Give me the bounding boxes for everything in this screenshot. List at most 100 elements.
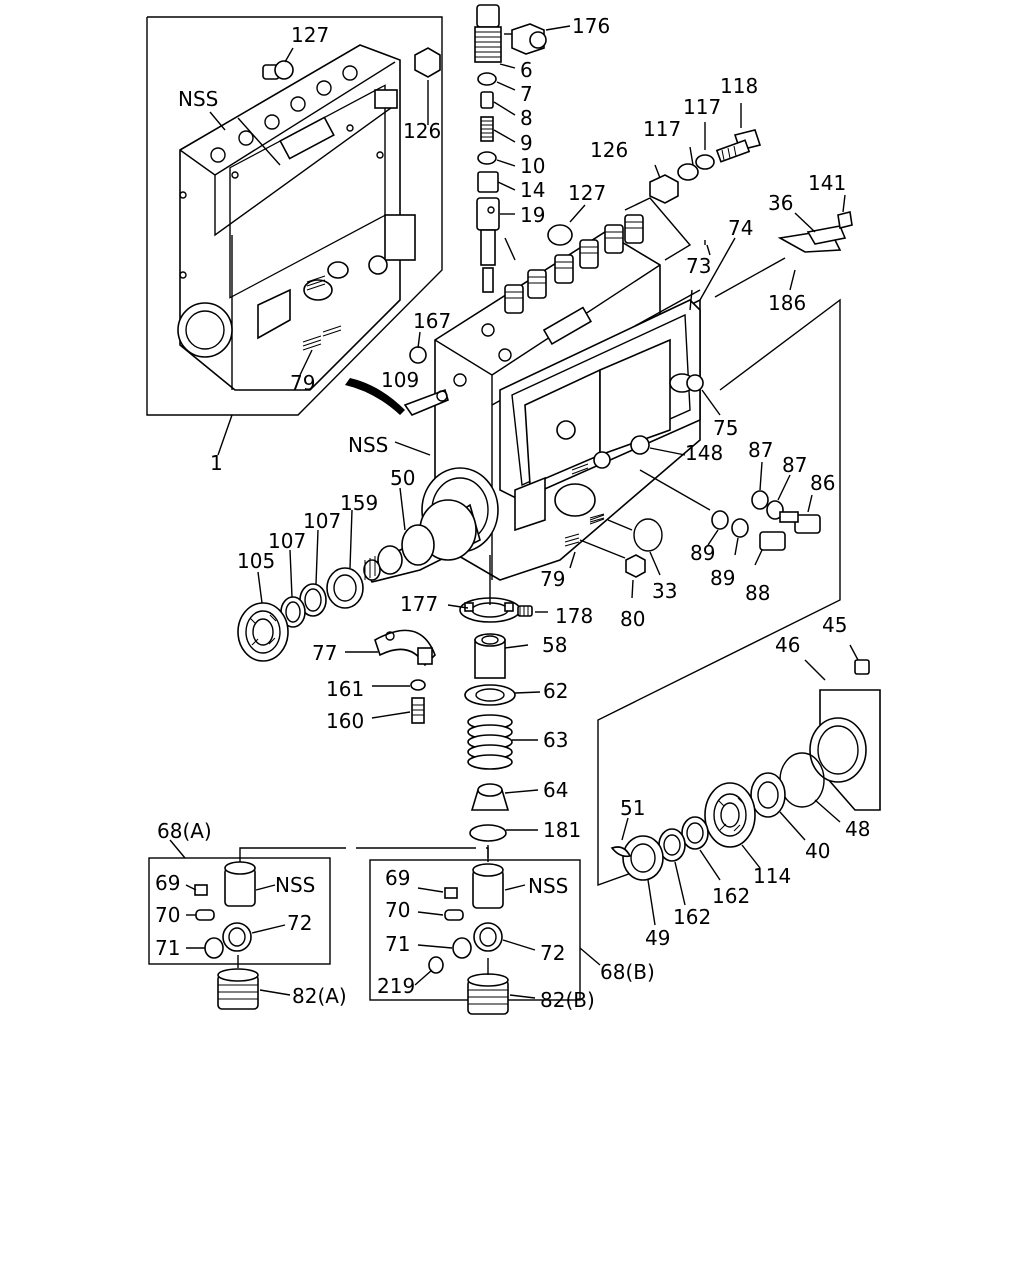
camshaft-icon	[363, 499, 481, 583]
callout-69-a: 69	[155, 871, 180, 895]
callout-62: 62	[543, 679, 568, 703]
callout-71-a: 71	[155, 936, 180, 960]
housing-inset	[146, 16, 443, 456]
callout-75: 75	[713, 416, 738, 440]
callout-50: 50	[390, 466, 415, 490]
callout-160: 160	[326, 709, 364, 733]
callout-79: 79	[540, 567, 565, 591]
callout-labels: 176 6 7 8 9 10 14 19 127 NSS 126 79 1 12…	[155, 14, 870, 1012]
callout-87-a: 87	[748, 438, 773, 462]
plug-82b-icon	[467, 973, 509, 1015]
callout-40: 40	[805, 839, 830, 863]
callout-118: 118	[720, 74, 758, 98]
callout-162-b: 162	[673, 905, 711, 929]
callout-68a: 68(A)	[157, 819, 212, 843]
callout-127: 127	[568, 181, 606, 205]
callout-7: 7	[520, 82, 533, 106]
callout-nss: NSS	[348, 433, 388, 457]
roller-tappet-icon	[474, 633, 506, 679]
callout-49: 49	[645, 926, 670, 950]
callout-79-inset: 79	[290, 371, 315, 395]
callout-167: 167	[413, 309, 451, 333]
callout-68b: 68(B)	[600, 960, 655, 984]
callout-48: 48	[845, 817, 870, 841]
pump-element-box-a	[148, 839, 331, 968]
callout-64: 64	[543, 778, 568, 802]
callout-63: 63	[543, 728, 568, 752]
callout-36: 36	[768, 191, 793, 215]
callout-8: 8	[520, 106, 533, 130]
callout-126: 126	[590, 138, 628, 162]
callout-70-b: 70	[385, 898, 410, 922]
ball-bearing-icon	[704, 782, 756, 848]
clamp-icon	[511, 23, 547, 55]
governor-cover-icon	[809, 689, 881, 811]
callout-127-inset: 127	[291, 23, 329, 47]
callout-71-b: 71	[385, 932, 410, 956]
callout-114: 114	[753, 864, 791, 888]
callout-162-a: 162	[712, 884, 750, 908]
callout-88: 88	[745, 581, 770, 605]
pump-element-box-b	[369, 859, 601, 1001]
callout-70-a: 70	[155, 903, 180, 927]
callout-89-b: 89	[710, 566, 735, 590]
callout-33: 33	[652, 579, 677, 603]
bearing-cap-icon	[374, 629, 436, 667]
callout-107-b: 107	[268, 529, 306, 553]
coil-spring-icon	[467, 714, 513, 770]
callout-87-b: 87	[782, 453, 807, 477]
callout-82b: 82(B)	[540, 988, 595, 1012]
callout-72-a: 72	[287, 911, 312, 935]
callout-51: 51	[620, 796, 645, 820]
callout-178: 178	[555, 604, 593, 628]
bolt-118-icon	[715, 129, 762, 163]
callout-58: 58	[542, 633, 567, 657]
nut-126-icon	[649, 174, 679, 204]
callout-161: 161	[326, 677, 364, 701]
callout-82a: 82(A)	[292, 984, 347, 1008]
callout-9: 9	[520, 131, 533, 155]
callout-105: 105	[237, 549, 275, 573]
callout-219: 219	[377, 974, 415, 998]
bolt-86-icon	[794, 514, 821, 534]
callout-177: 177	[400, 592, 438, 616]
bolt-127-icon	[547, 224, 573, 246]
screw-167-icon	[409, 346, 427, 364]
callout-72-b: 72	[540, 941, 565, 965]
callout-1: 1	[210, 451, 223, 475]
callout-10: 10	[520, 154, 545, 178]
ball-bearing-icon	[237, 602, 289, 662]
nut-80-icon	[625, 554, 646, 578]
callout-117-a: 117	[643, 117, 681, 141]
callout-181: 181	[543, 818, 581, 842]
callout-nss-inset: NSS	[178, 87, 218, 111]
callout-74: 74	[728, 216, 753, 240]
callout-19: 19	[520, 203, 545, 227]
delivery-valve-holder-icon	[474, 4, 502, 293]
callout-141: 141	[808, 171, 846, 195]
callout-117-b: 117	[683, 95, 721, 119]
pump-housing-icon	[177, 44, 416, 391]
callout-73: 73	[686, 254, 711, 278]
callout-46: 46	[775, 633, 800, 657]
callout-80: 80	[620, 607, 645, 631]
callout-148: 148	[685, 441, 723, 465]
callout-89-a: 89	[690, 541, 715, 565]
callout-nss-a: NSS	[275, 873, 315, 897]
injection-pump-housing-icon	[421, 214, 701, 581]
callout-186: 186	[768, 291, 806, 315]
callout-86: 86	[810, 471, 835, 495]
callout-159: 159	[340, 491, 378, 515]
delivery-holders	[504, 214, 644, 314]
callout-6: 6	[520, 58, 533, 82]
callout-109: 109	[381, 368, 419, 392]
callout-77: 77	[312, 641, 337, 665]
callout-14: 14	[520, 178, 545, 202]
callout-107-a: 107	[303, 509, 341, 533]
callout-126-inset: 126	[403, 119, 441, 143]
callout-45: 45	[822, 613, 847, 637]
bolt-88-icon	[759, 531, 786, 551]
callout-nss-b: NSS	[528, 874, 568, 898]
plug-82a-icon	[217, 968, 259, 1010]
